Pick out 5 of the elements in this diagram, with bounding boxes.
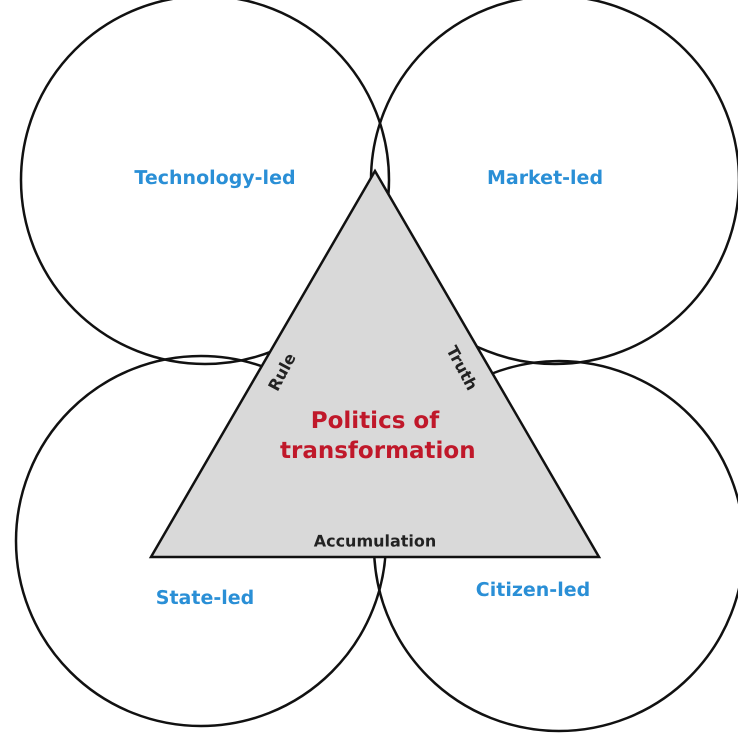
category-label: State-led — [156, 587, 254, 609]
category-label: Market-led — [486, 167, 604, 189]
category-label: Citizen-led — [476, 579, 590, 601]
side-label: Accumulation — [314, 532, 436, 550]
category-label: Technology-led — [134, 167, 296, 189]
